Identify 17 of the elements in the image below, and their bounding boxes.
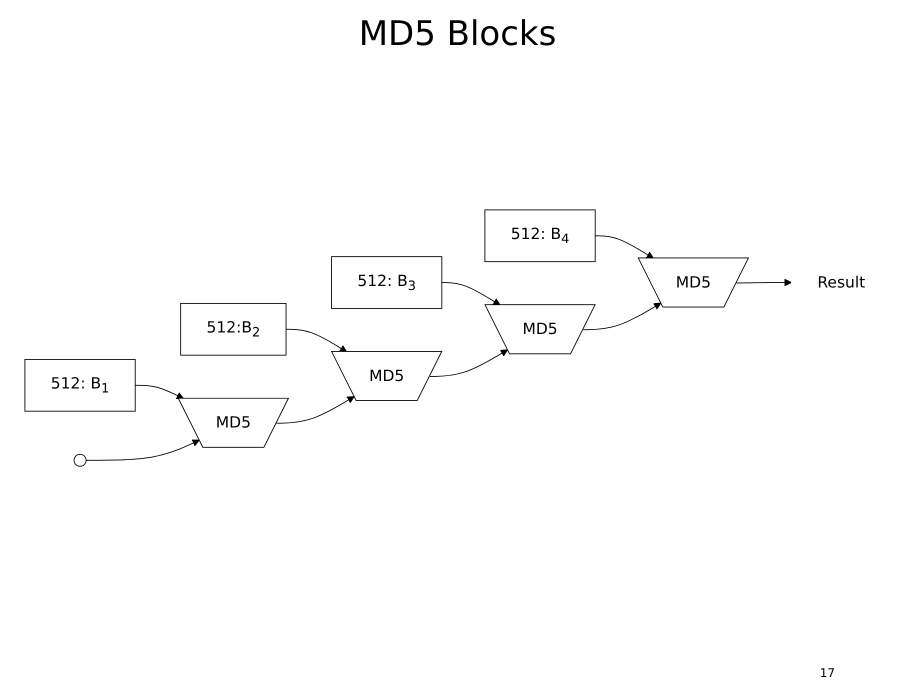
arrow: [85, 439, 200, 461]
page-number: 17: [820, 666, 835, 680]
arrow: [428, 349, 508, 377]
arrow: [285, 328, 347, 352]
arrow: [134, 384, 184, 399]
node-text: Result: [816, 273, 865, 292]
arrow: [440, 282, 500, 306]
arrow: [594, 235, 654, 259]
node-box: 512: B$_{3}$: [330, 256, 442, 309]
node-box: 512: B$_{4}$: [484, 209, 596, 262]
node-box: 512: B$_{1}$: [24, 358, 136, 412]
node-circle: [73, 454, 86, 467]
arrow: [582, 302, 661, 330]
slide-title: MD5 Blocks: [358, 14, 558, 54]
node-box: 512:B$_{2}$: [180, 302, 286, 356]
arrow: [276, 396, 354, 424]
arrow: [736, 278, 792, 286]
